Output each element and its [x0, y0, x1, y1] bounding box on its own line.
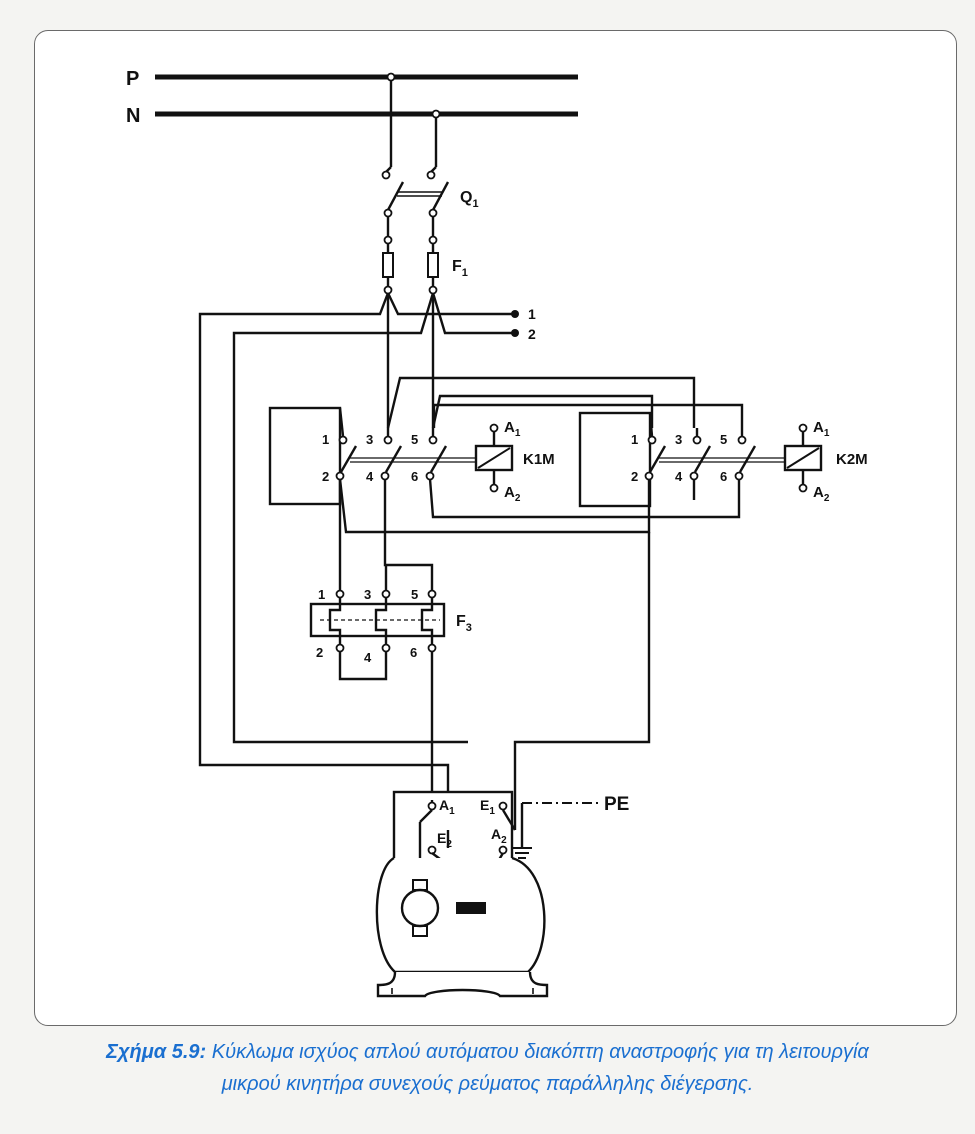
svg-text:A2: A2: [504, 484, 521, 504]
breaker-label-sub: 1: [472, 198, 478, 210]
svg-text:A1: A1: [504, 419, 521, 439]
control-terminal-1: [511, 310, 519, 318]
control-terminal-1-label: 1: [528, 306, 536, 322]
k2m-coil-a2-sub: 2: [824, 493, 830, 504]
svg-text:Q1: Q1: [460, 189, 479, 210]
motor-a1: A: [439, 797, 449, 813]
svg-text:F1: F1: [452, 258, 468, 279]
k2m-term-3: 3: [675, 432, 682, 447]
f3-label-sub: 3: [466, 622, 472, 634]
k2m-label: K2M: [836, 451, 868, 468]
dc-motor: A1 E1 E2 A2 PE: [375, 790, 629, 998]
svg-text:A1: A1: [439, 797, 455, 817]
caption-figure-label: Σχήμα 5.9:: [106, 1041, 207, 1063]
svg-text:E1: E1: [480, 797, 495, 817]
field-winding-symbol: [456, 902, 486, 914]
motor-e1-sub: 1: [489, 806, 495, 817]
k1m-coil-a1-sub: 1: [515, 428, 521, 439]
f3-term-5: 5: [411, 587, 418, 602]
caption-text-line-2: μικρού κινητήρα συνεχούς ρεύματος παράλλ…: [221, 1073, 754, 1095]
f3-term-1: 1: [318, 587, 325, 602]
fuse-label: F: [452, 258, 462, 275]
f3-term-3: 3: [364, 587, 371, 602]
contactor-output-wiring: [338, 478, 741, 830]
fuse-label-sub: 1: [462, 267, 468, 279]
k1m-term-4: 4: [366, 469, 374, 484]
k2m-term-1: 1: [631, 432, 638, 447]
motor-e2: E: [437, 830, 446, 846]
svg-text:A1: A1: [813, 419, 830, 439]
svg-text:E2: E2: [437, 830, 452, 850]
fuse-f1: F1: [382, 216, 468, 295]
k2m-term-6: 6: [720, 469, 727, 484]
bus-label-n: N: [126, 105, 140, 127]
k2m-coil-a1-sub: 1: [824, 428, 830, 439]
pe-label: PE: [604, 794, 629, 815]
motor-a2-sub: 2: [501, 835, 507, 846]
contactor-k1m: 1 3 5 2 4 6 A1 A2 K1M: [268, 406, 555, 506]
bus-label-p: P: [126, 68, 139, 90]
control-terminal-2-label: 2: [528, 326, 536, 342]
k1m-coil-a1: A: [504, 419, 515, 436]
f3-term-4: 4: [364, 650, 372, 665]
breaker-q1: Q1: [381, 80, 479, 218]
supply-bus: P N: [126, 68, 578, 127]
armature-symbol: [400, 888, 440, 928]
k1m-coil-a2-sub: 2: [515, 493, 521, 504]
k2m-term-5: 5: [720, 432, 727, 447]
power-distribution: 1 2: [198, 292, 696, 830]
svg-text:A2: A2: [491, 826, 507, 846]
k1m-term-6: 6: [411, 469, 418, 484]
motor-a1-sub: 1: [449, 806, 455, 817]
motor-base: [376, 971, 549, 998]
k1m-coil-a2: A: [504, 484, 515, 501]
motor-housing: [375, 856, 546, 974]
caption-text-line-1: Κύκλωμα ισχύος απλού αυτόματου διακόπτη …: [211, 1041, 869, 1063]
control-terminal-2: [511, 329, 519, 337]
k1m-term-3: 3: [366, 432, 373, 447]
caption-line-1: Σχήμα 5.9: Κύκλωμα ισχύος απλού αυτόματο…: [0, 1036, 975, 1068]
svg-text:F3: F3: [456, 613, 472, 634]
f3-label: F: [456, 613, 466, 630]
svg-text:A2: A2: [813, 484, 830, 504]
circuit-diagram: P N Q1 F1: [126, 68, 868, 998]
motor-e2-sub: 2: [446, 839, 452, 850]
k1m-term-1: 1: [322, 432, 329, 447]
k2m-coil-a2: A: [813, 484, 824, 501]
f3-term-6: 6: [410, 645, 417, 660]
contactor-k2m: 1 3 5 2 4 6 A1 A2 K2M: [432, 403, 868, 508]
k2m-coil-a1: A: [813, 419, 824, 436]
k1m-term-2: 2: [322, 469, 329, 484]
k2m-term-4: 4: [675, 469, 683, 484]
overload-f3: 1 3 5 2 4 6 F3: [309, 565, 472, 800]
f3-term-2: 2: [316, 645, 323, 660]
breaker-label: Q: [460, 189, 472, 206]
k1m-term-5: 5: [411, 432, 418, 447]
figure-caption: Σχήμα 5.9: Κύκλωμα ισχύος απλού αυτόματο…: [0, 1036, 975, 1100]
motor-e1: E: [480, 797, 489, 813]
motor-a2: A: [491, 826, 501, 842]
k1m-label: K1M: [523, 451, 555, 468]
k2m-term-2: 2: [631, 469, 638, 484]
